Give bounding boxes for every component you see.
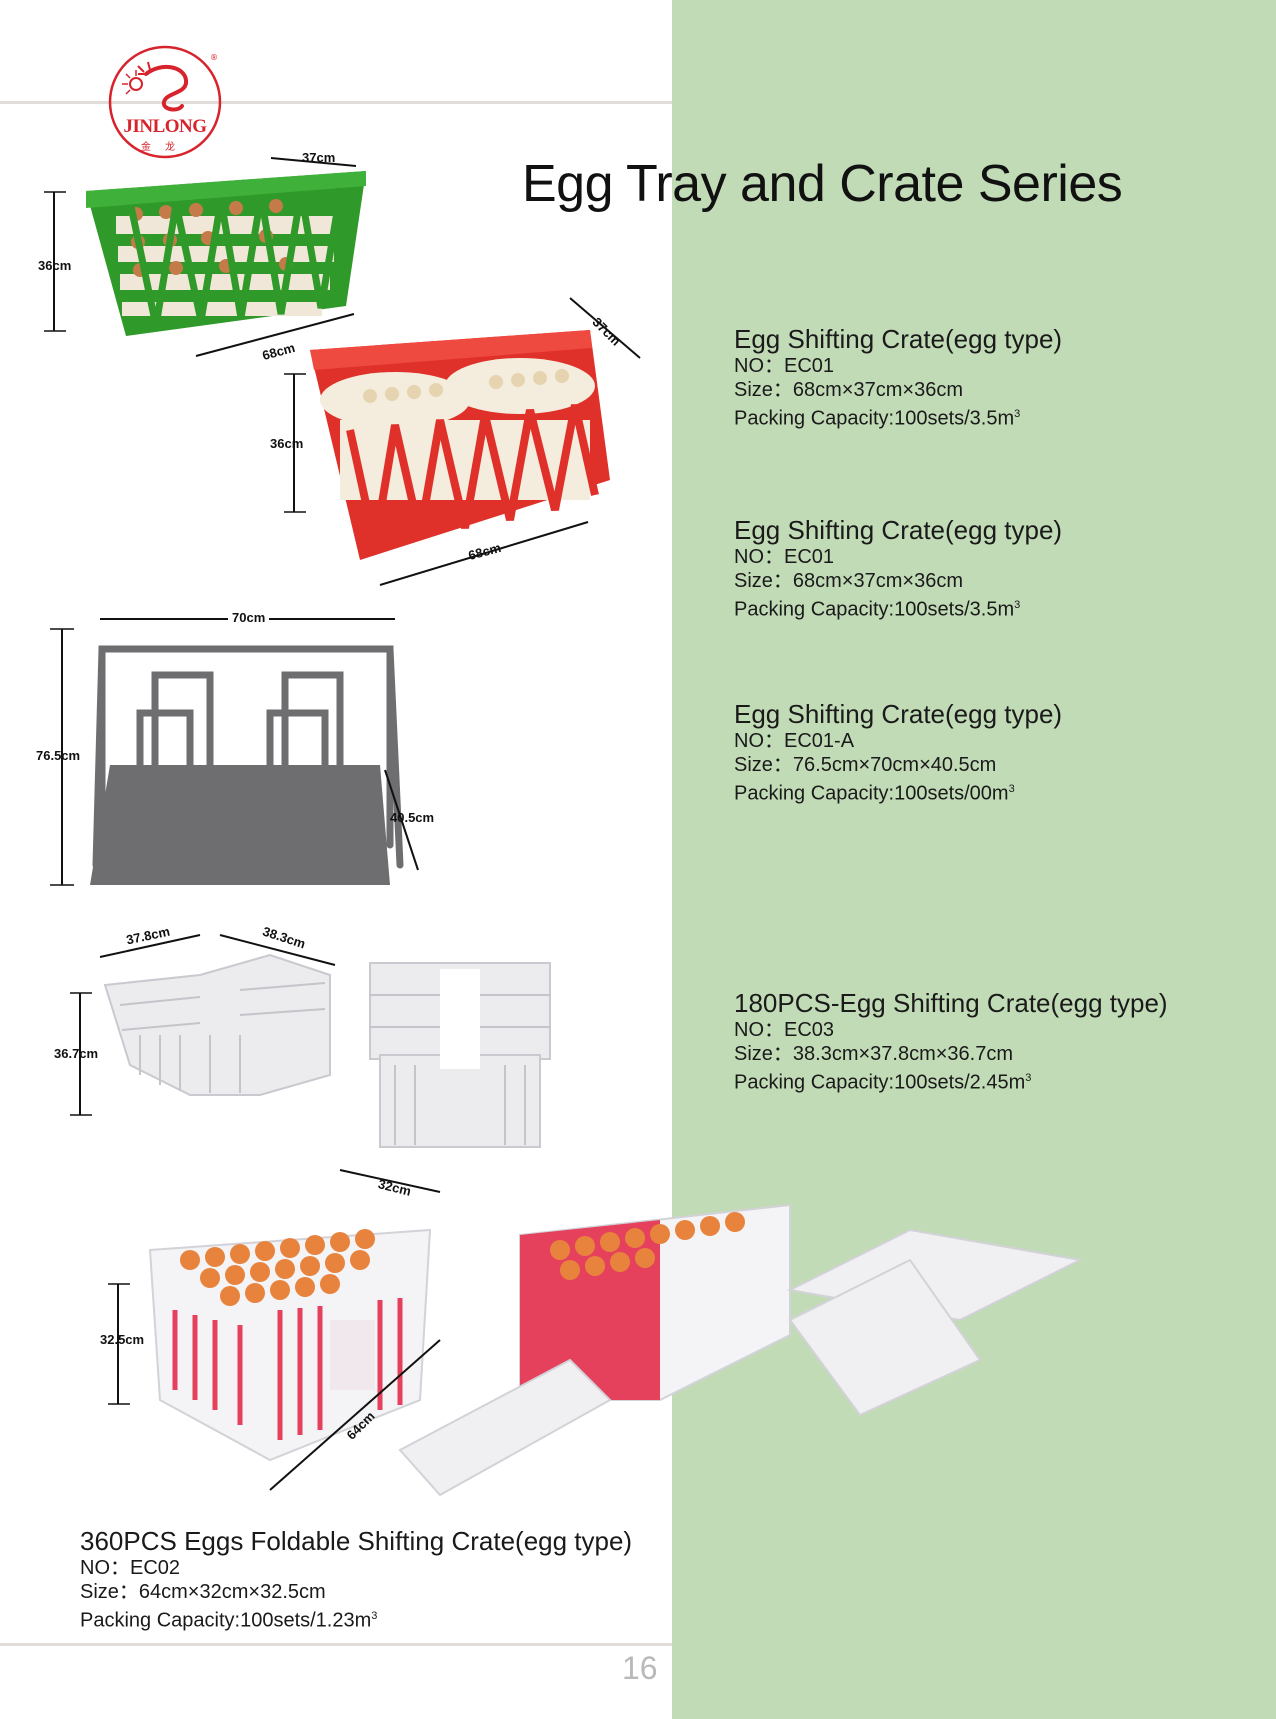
green-crate-image bbox=[44, 157, 366, 357]
dim-depth-3: 40.5cm bbox=[390, 810, 435, 825]
spec-block-ec03: 180PCS-Egg Shifting Crate(egg type) NO：E… bbox=[734, 988, 1168, 1095]
product-no: NO：EC03 bbox=[734, 1019, 835, 1041]
dim-height-4: 36.7cm bbox=[54, 1046, 99, 1061]
spec-block-ec01-a: Egg Shifting Crate(egg type) NO：EC01 Siz… bbox=[734, 324, 1062, 431]
foldable-crate-image bbox=[108, 1169, 1084, 1497]
product-name: Egg Shifting Crate(egg type) bbox=[734, 324, 1063, 354]
white-crate-image bbox=[70, 934, 551, 1148]
product-name: Egg Shifting Crate(egg type) bbox=[734, 515, 1063, 545]
dim-height-2: 36cm bbox=[270, 436, 304, 451]
svg-text:®: ® bbox=[210, 53, 218, 62]
spec-block-ec01a: Egg Shifting Crate(egg type) NO：EC01-A S… bbox=[734, 699, 1062, 806]
dim-width-1: 37cm bbox=[302, 150, 336, 165]
product-capacity: Packing Capacity:100sets/1.23m3 bbox=[80, 1609, 378, 1632]
product-name: Egg Shifting Crate(egg type) bbox=[734, 699, 1063, 729]
green-background-panel bbox=[672, 0, 1276, 1719]
product-no: NO：EC01 bbox=[734, 546, 835, 568]
top-rule bbox=[0, 101, 672, 104]
product-capacity: Packing Capacity:100sets/2.45m3 bbox=[734, 1071, 1032, 1094]
dim-height-3: 76.5cm bbox=[36, 748, 81, 763]
page-number: 16 bbox=[622, 1650, 658, 1686]
product-no: NO：EC01 bbox=[734, 355, 835, 377]
product-size: Size：64cm×32cm×32.5cm bbox=[80, 1581, 326, 1603]
product-capacity: Packing Capacity:100sets/3.5m3 bbox=[734, 598, 1021, 621]
red-crate-image bbox=[284, 297, 641, 586]
product-no: NO：EC02 bbox=[80, 1557, 181, 1579]
product-size: Size：68cm×37cm×36cm bbox=[734, 570, 963, 592]
page-title: Egg Tray and Crate Series bbox=[522, 155, 1123, 213]
dim-height-1: 36cm bbox=[38, 258, 72, 273]
product-size: Size：76.5cm×70cm×40.5cm bbox=[734, 754, 997, 776]
product-size: Size：68cm×37cm×36cm bbox=[734, 379, 963, 401]
spec-block-ec02: 360PCS Eggs Foldable Shifting Crate(egg … bbox=[80, 1526, 632, 1633]
brand-name: JINLONG bbox=[123, 116, 207, 137]
jinlong-logo: ® JINLONG 金龙 bbox=[106, 44, 224, 160]
dim-width-3: 70cm bbox=[228, 610, 270, 625]
gray-frame-image bbox=[50, 618, 419, 886]
product-capacity: Packing Capacity:100sets/00m3 bbox=[734, 782, 1015, 805]
spec-block-ec01-b: Egg Shifting Crate(egg type) NO：EC01 Siz… bbox=[734, 515, 1062, 622]
product-capacity: Packing Capacity:100sets/3.5m3 bbox=[734, 407, 1021, 430]
product-size: Size：38.3cm×37.8cm×36.7cm bbox=[734, 1043, 1014, 1065]
dragon-logo-icon: ® bbox=[108, 45, 222, 159]
brand-name-cn: 金龙 bbox=[141, 142, 189, 153]
product-name: 360PCS Eggs Foldable Shifting Crate(egg … bbox=[80, 1526, 633, 1556]
product-no: NO：EC01-A bbox=[734, 730, 855, 752]
dim-height-5: 32.5cm bbox=[100, 1332, 145, 1347]
bottom-rule bbox=[0, 1643, 672, 1646]
product-name: 180PCS-Egg Shifting Crate(egg type) bbox=[734, 988, 1168, 1018]
